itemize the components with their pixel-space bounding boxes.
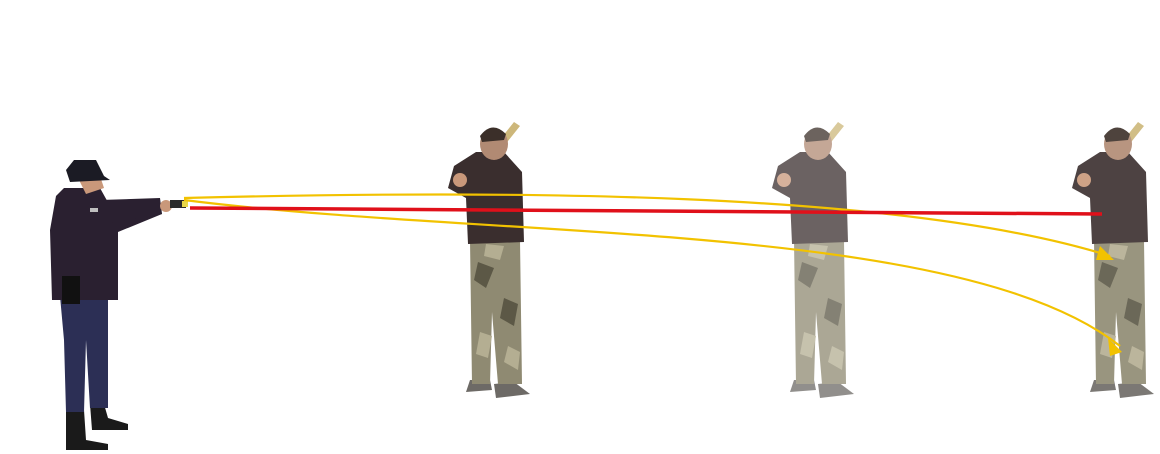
target-figure-2 (772, 122, 854, 398)
officer-figure (50, 160, 188, 450)
officer-holster (62, 276, 80, 304)
officer-cap (66, 160, 110, 182)
target-figure-1 (448, 122, 530, 398)
officer-badge (90, 208, 98, 212)
upper-probe-trajectory (184, 194, 1110, 256)
lower-probe-trajectory (184, 200, 1120, 346)
taser-tip (182, 201, 188, 207)
officer-trousers (60, 296, 108, 412)
